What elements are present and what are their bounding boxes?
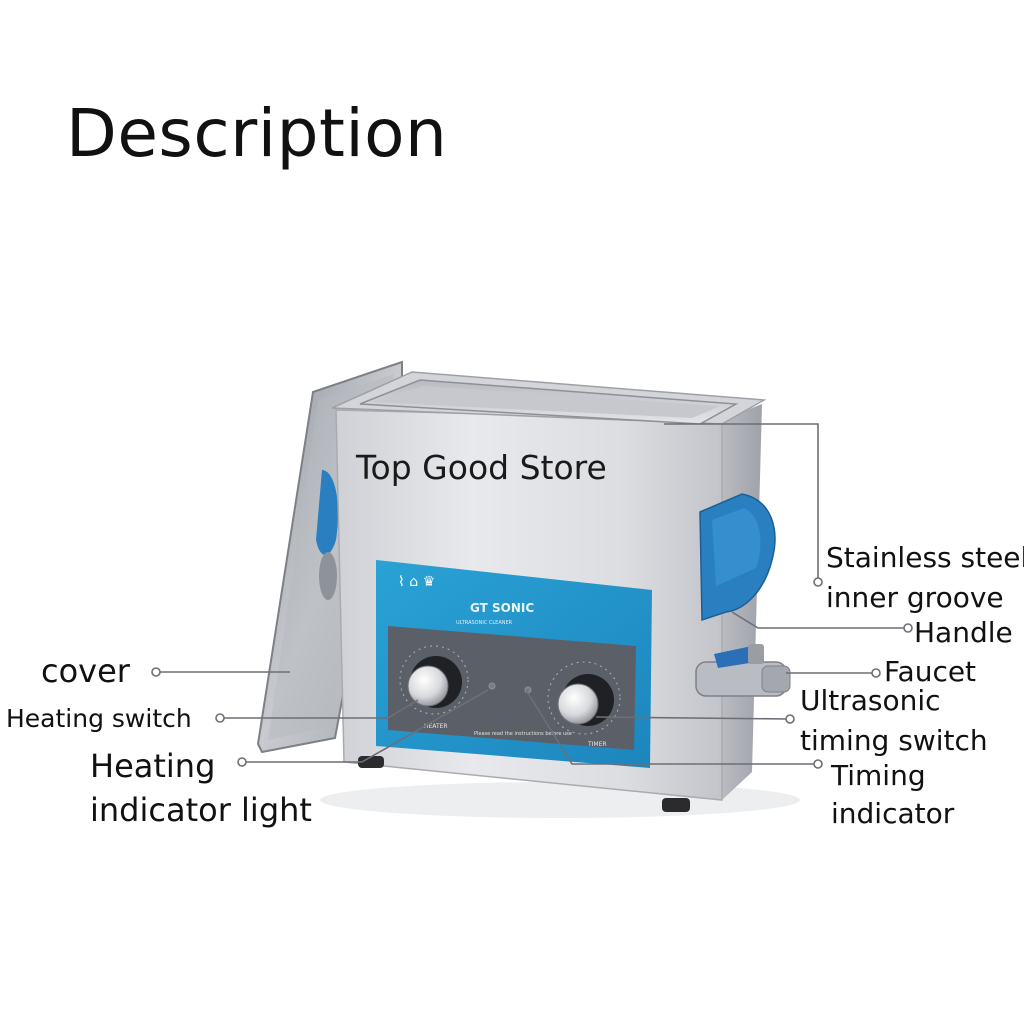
callout-ultrasonic bbox=[595, 716, 789, 720]
callout-handle bbox=[731, 611, 906, 629]
label-cover: cover bbox=[41, 652, 130, 690]
brand-logo: GT SONIC bbox=[470, 601, 534, 615]
label-handle: Handle bbox=[914, 616, 1013, 649]
callout-heating-indicator bbox=[246, 689, 489, 763]
ultrasonic-timing-switch-knob[interactable]: TIMER bbox=[547, 661, 621, 748]
brand-subtitle: ULTRASONIC CLEANER bbox=[456, 620, 513, 626]
label-ultrasonic-line1: Ultrasonic bbox=[800, 684, 941, 717]
heating-indicator-light bbox=[488, 682, 496, 690]
label-faucet: Faucet bbox=[884, 655, 977, 688]
callout-lines bbox=[160, 423, 906, 765]
callout-dots bbox=[151, 577, 913, 769]
label-timing-line2: indicator bbox=[831, 797, 955, 830]
store-watermark: Top Good Store bbox=[356, 448, 607, 487]
label-heating-indicator-line2: indicator light bbox=[90, 791, 312, 829]
heater-knob-label: HEATER bbox=[424, 723, 448, 730]
label-timing-line1: Timing bbox=[831, 759, 926, 792]
foot-left bbox=[358, 756, 384, 768]
panel-note: Please read the instructions before use bbox=[474, 731, 572, 737]
label-heating-switch: Heating switch bbox=[6, 704, 192, 733]
callout-timing bbox=[525, 689, 816, 765]
foot-right bbox=[662, 798, 690, 812]
callout-heating-switch bbox=[224, 699, 419, 719]
wash-icons: ⌇ ⌂ ♛ bbox=[398, 574, 435, 590]
stainless-steel-inner-groove bbox=[331, 371, 767, 425]
timer-knob-label: TIMER bbox=[587, 741, 607, 748]
label-stainless-line2: inner groove bbox=[826, 581, 1004, 614]
callout-stainless bbox=[664, 423, 819, 580]
handle bbox=[699, 493, 776, 622]
label-ultrasonic-line2: timing switch bbox=[800, 724, 988, 757]
page-title: Description bbox=[66, 95, 448, 172]
heating-switch-knob[interactable]: HEATER bbox=[399, 645, 469, 730]
faucet bbox=[695, 644, 791, 697]
label-stainless-line1: Stainless steel bbox=[826, 541, 1024, 574]
label-heating-indicator-line1: Heating bbox=[90, 747, 216, 785]
